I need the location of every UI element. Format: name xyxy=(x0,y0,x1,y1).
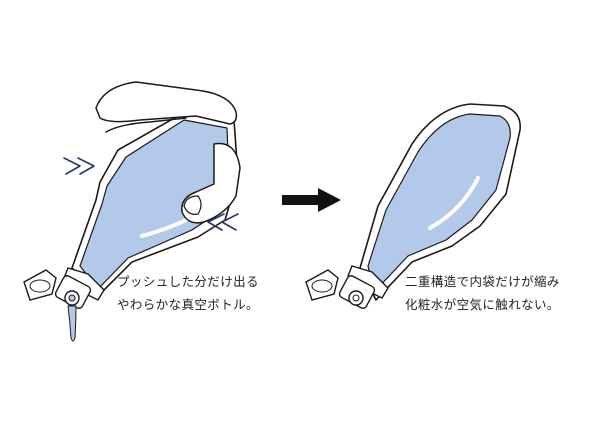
caption-squeeze-line2: やわらかな真空ボトル。 xyxy=(117,297,259,312)
vacuum-bottle-neck xyxy=(347,265,389,299)
squeezed-bottle-nozzle-hole xyxy=(68,294,76,302)
double-chevron-icon xyxy=(63,157,95,175)
caption-double-structure-line2: 化粧水が空気に触れない。 xyxy=(405,297,560,312)
caption-squeeze-line1: プッシュした分だけ出る xyxy=(117,274,259,289)
hand-thumbnail xyxy=(183,195,202,215)
double-chevron-icon xyxy=(207,213,239,231)
caption-double-structure-line1: 二重構造で内袋だけが縮み xyxy=(405,274,560,289)
squeezed-bottle-illustration xyxy=(23,81,241,342)
squeezed-bottle-lid xyxy=(23,269,57,301)
squeezed-bottle-lid-inner xyxy=(29,279,51,293)
vacuum-bottle-liquid xyxy=(367,113,511,293)
dripping-liquid xyxy=(67,305,77,342)
vacuum-bottle-highlight xyxy=(428,176,480,230)
vacuum-bottle-nozzle-hole xyxy=(352,294,360,302)
caption-double-structure: 二重構造で内袋だけが縮み 化粧水が空気に触れない。 xyxy=(405,270,560,316)
hand-knuckle xyxy=(105,117,187,133)
vacuum-bottle-lid-inner xyxy=(311,279,333,293)
right-arrow-icon xyxy=(282,188,341,212)
vacuum-bottle-lid xyxy=(305,269,339,301)
caption-squeeze: プッシュした分だけ出る やわらかな真空ボトル。 xyxy=(117,270,259,316)
hand-fingers xyxy=(95,81,238,125)
vacuum-bottle-illustration xyxy=(305,103,521,309)
